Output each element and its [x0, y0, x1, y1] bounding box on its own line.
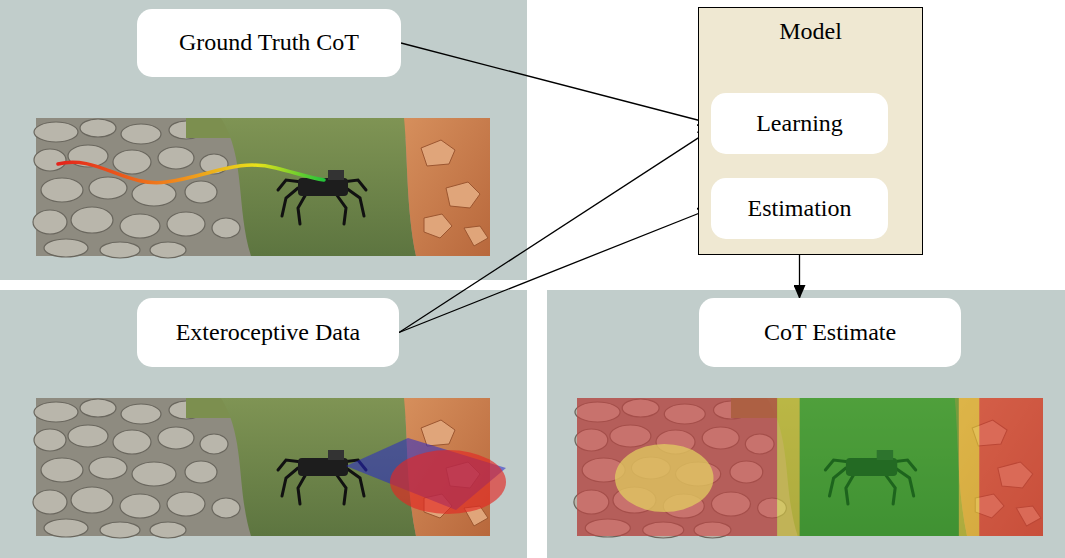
process-box: Learning: [711, 93, 888, 154]
model-container: ModelLearningEstimation: [698, 7, 923, 255]
arrow-connector: [399, 209, 711, 333]
sensed-area: [390, 450, 506, 514]
panel: [0, 290, 527, 558]
cost-overlay: [979, 398, 1043, 536]
trajectory: [58, 162, 324, 183]
cost-overlay: [959, 398, 980, 536]
terrain-photo: [574, 398, 1043, 538]
node-label: Learning: [756, 110, 843, 138]
input-box: Ground Truth CoT: [137, 9, 401, 77]
panel: [0, 0, 527, 280]
cost-overlay: [577, 398, 777, 536]
node-label: Model: [699, 8, 922, 46]
terrain-photo: [33, 398, 506, 538]
terrain-photo: [33, 118, 490, 258]
node-label: Ground Truth CoT: [179, 29, 359, 57]
node-label: CoT Estimate: [764, 319, 896, 347]
cost-overlay: [800, 398, 959, 536]
input-box: Exteroceptive Data: [137, 298, 399, 367]
panel: [547, 290, 1065, 558]
cost-overlay: [615, 444, 714, 512]
process-box: Estimation: [711, 178, 888, 239]
arrow-connector: [399, 130, 711, 333]
cost-overlay: [777, 398, 800, 536]
node-label: Exteroceptive Data: [176, 319, 361, 347]
arrow-connector: [401, 43, 711, 124]
output-box: CoT Estimate: [699, 298, 961, 367]
node-label: Estimation: [748, 195, 852, 223]
